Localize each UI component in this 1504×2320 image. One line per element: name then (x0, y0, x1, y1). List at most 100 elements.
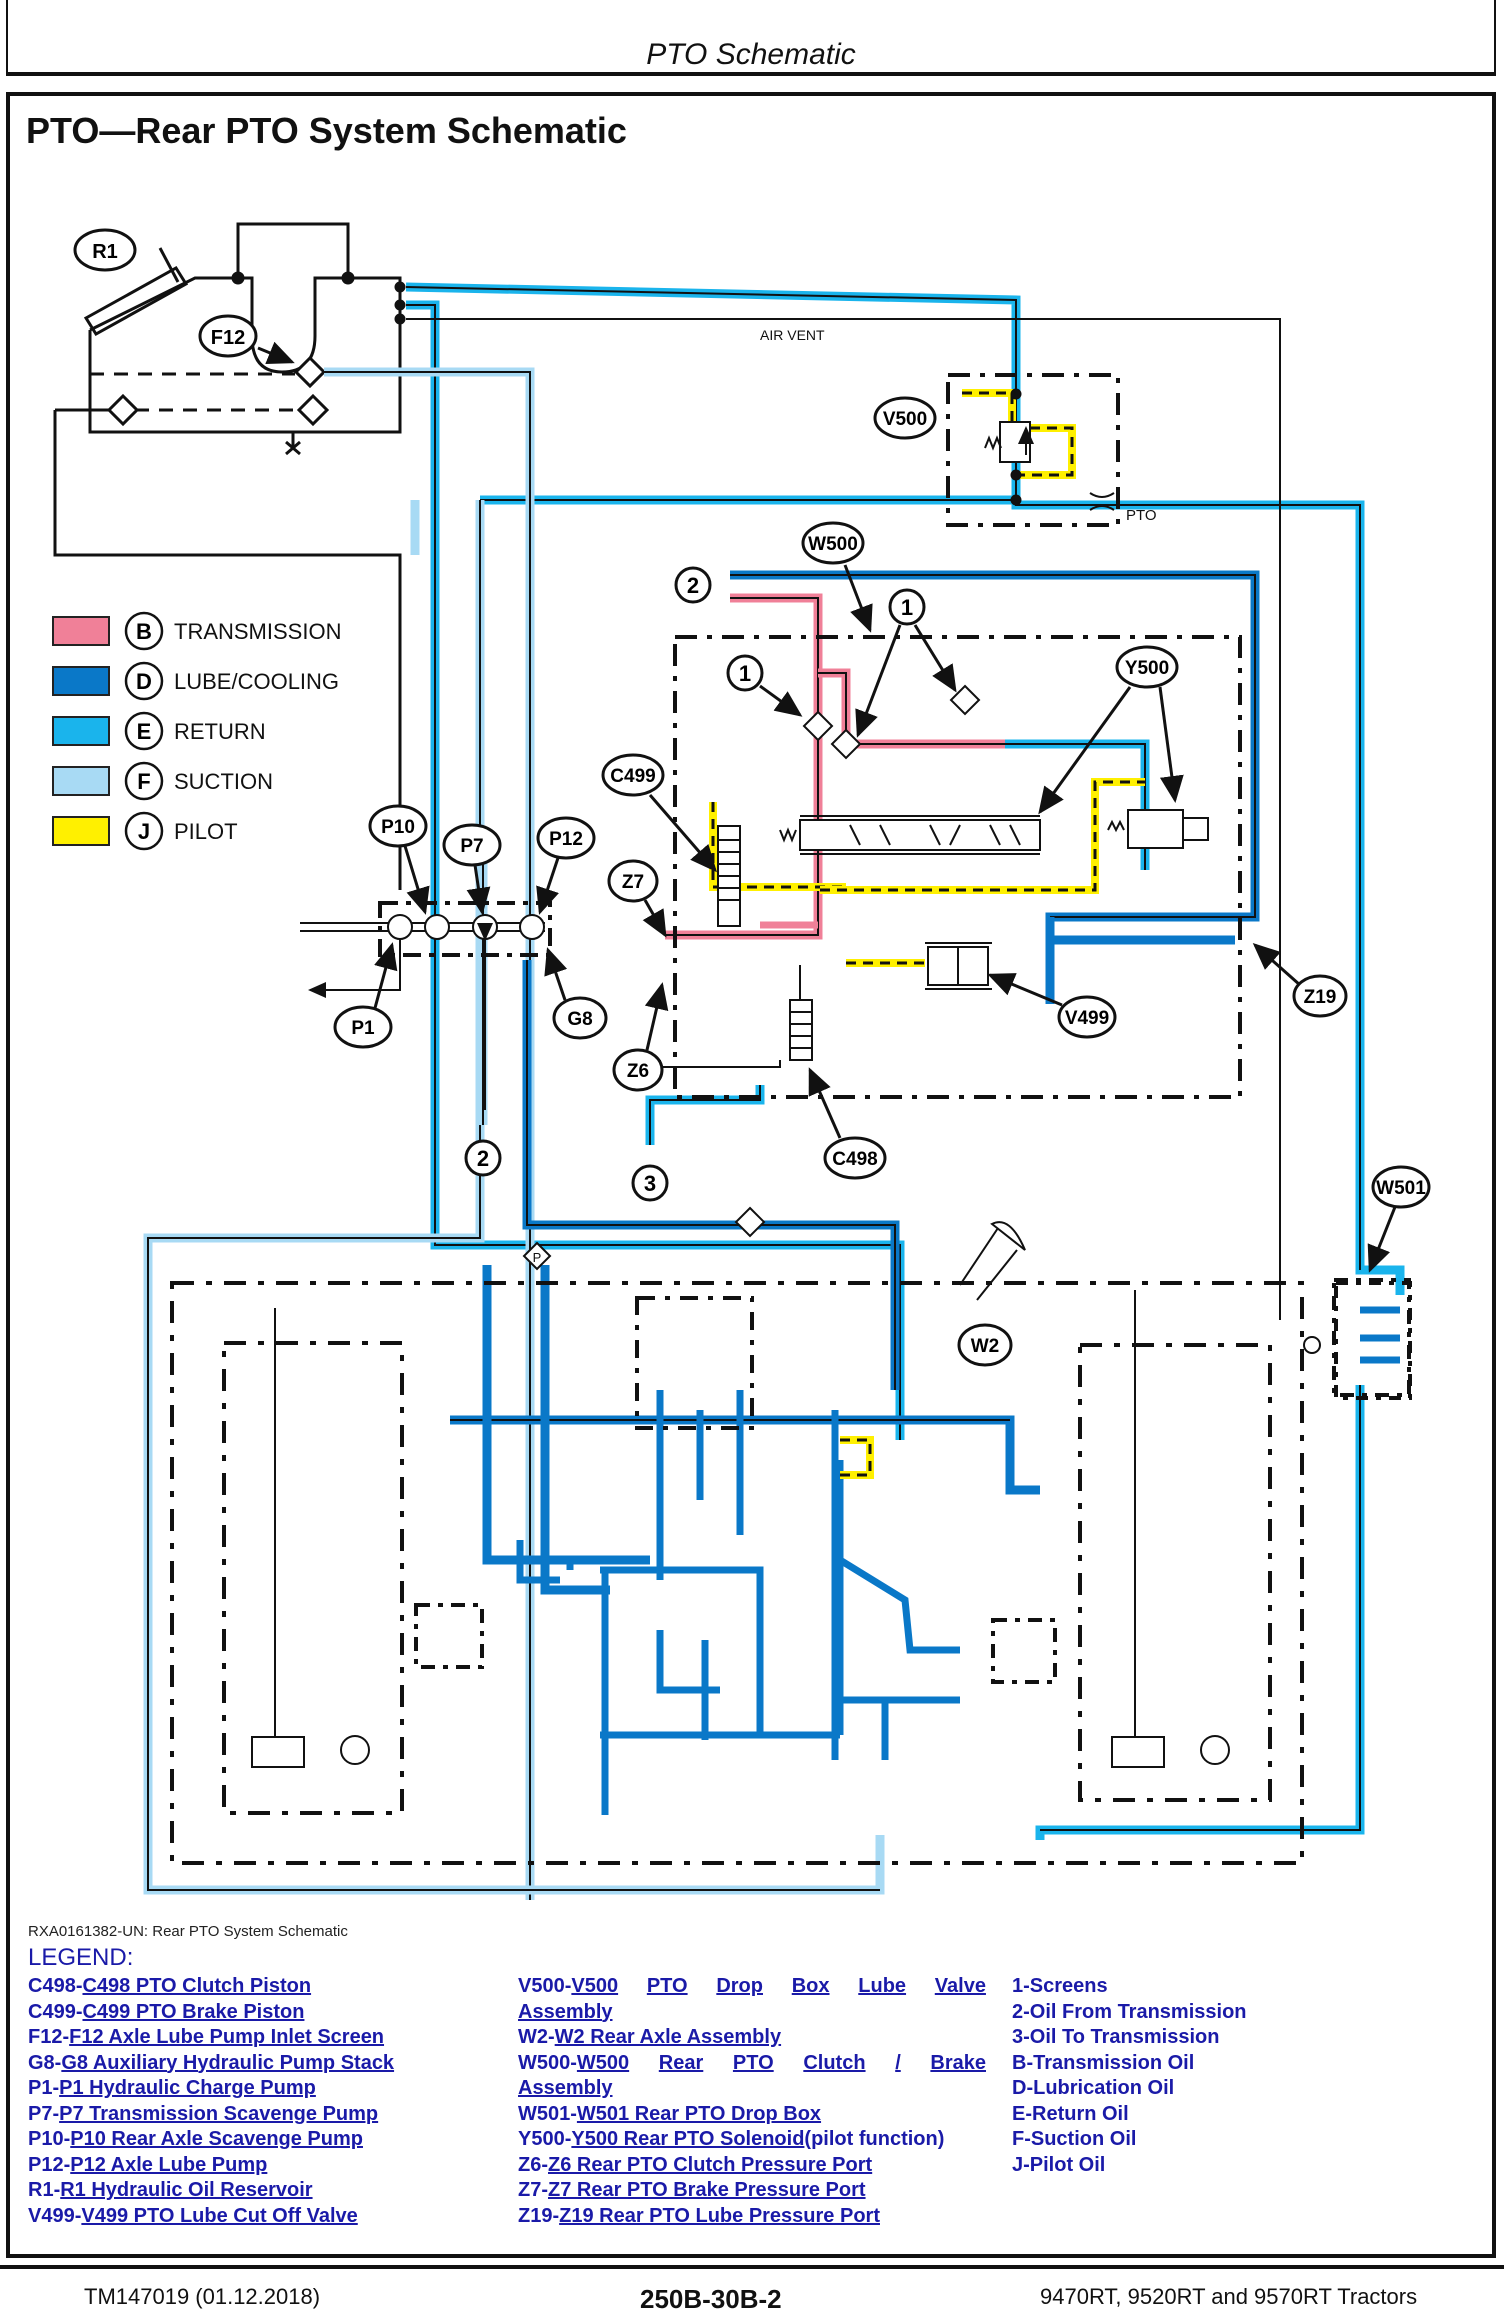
legend-link[interactable]: Clutch (803, 2051, 866, 2074)
callout-circles (464, 566, 926, 1202)
drop-box-w501 (1334, 1281, 1412, 1400)
tag-p7: P7 (460, 836, 483, 857)
footer-doc-id: TM147019 (01.12.2018) (84, 2284, 321, 2309)
legend-link[interactable]: P7 Transmission Scavenge Pump (59, 2102, 379, 2125)
color-swatch (52, 816, 110, 846)
legend-link[interactable]: Assembly (518, 2077, 613, 2099)
legend-code: W500-W500 (518, 2051, 629, 2077)
legend-item: C499-C499 PTO Brake Piston (28, 2000, 394, 2026)
color-key-label: SUCTION (174, 769, 273, 794)
pilot-lines (709, 389, 1145, 1479)
legend-link[interactable]: Box (791, 1975, 830, 1997)
tag-z19: Z19 (1304, 987, 1337, 1008)
legend-code: Z6- (518, 2153, 548, 2176)
legend-item: W500-W500 Rear PTO Clutch / Brake (518, 2051, 986, 2077)
legend-link[interactable]: C498 PTO Clutch Piston (82, 1975, 312, 1997)
legend-code: V500- (518, 1975, 572, 1997)
w500-housing (673, 635, 1242, 1099)
legend-item: F12-F12 Axle Lube Pump Inlet Screen (28, 2025, 394, 2051)
air-vent-label: AIR VENT (760, 327, 825, 343)
color-key-code: F (137, 769, 150, 794)
valve-v499 (925, 942, 992, 990)
pressure-port-p: P (522, 1241, 552, 1271)
transmission-lines (665, 593, 1005, 940)
legend-link[interactable]: Y500 Rear PTO Solenoid (571, 2128, 805, 2150)
legend-link[interactable]: Valve (934, 1975, 986, 1997)
legend-note: D-Lubrication Oil (1012, 2077, 1175, 2099)
tag-v500: V500 (883, 409, 927, 430)
legend-link[interactable]: Assembly (518, 2000, 613, 2023)
legend-code: Z19- (518, 2204, 560, 2227)
tag-p10: P10 (381, 817, 415, 838)
legend-link[interactable]: P10 Rear Axle Scavenge Pump (70, 2128, 363, 2150)
legend-link[interactable]: P12 Axle Lube Pump (70, 2153, 268, 2176)
color-key-label: LUBE/COOLING (174, 669, 339, 694)
legend-code: Z7- (518, 2179, 548, 2201)
legend-code: R1- (28, 2179, 61, 2201)
tag-p12: P12 (549, 829, 583, 850)
legend-link[interactable]: Z7 Rear PTO Brake Pressure Port (548, 2179, 866, 2201)
tag-w2: W2 (971, 1336, 1000, 1357)
legend-link[interactable]: PTO (646, 1975, 688, 1997)
color-swatch (52, 766, 110, 796)
legend-link[interactable]: / (895, 2051, 901, 2074)
tag-r1: R1 (73, 228, 137, 272)
valve-v500 (946, 373, 1120, 527)
legend-link[interactable]: G8 Auxiliary Hydraulic Pump Stack (61, 2051, 395, 2074)
legend-link[interactable]: Brake (930, 2051, 986, 2074)
tag-v499: V499 (1065, 1008, 1109, 1029)
tag-f12: F12 (198, 314, 295, 364)
component-tags (333, 396, 1431, 1367)
legend-code: W2- (518, 2026, 555, 2048)
color-swatch (52, 666, 110, 696)
svg-text:R1: R1 (92, 241, 118, 263)
legend-link[interactable]: PTO (732, 2051, 774, 2074)
legend-link[interactable]: W2 Rear Axle Assembly (554, 2026, 782, 2048)
legend-link[interactable]: R1 Hydraulic Oil Reservoir (60, 2179, 313, 2201)
tag-z6: Z6 (627, 1061, 649, 1082)
color-key-code: E (137, 719, 152, 744)
vent-lines (406, 318, 1281, 1320)
legend-link[interactable]: Lube (858, 1975, 907, 1997)
legend-link[interactable]: V500 (571, 1975, 619, 1997)
legend-code: C499- (28, 2000, 83, 2023)
callout-screens: 1 (901, 595, 913, 620)
legend-note: E-Return Oil (1012, 2102, 1129, 2125)
legend-code: V499- (28, 2204, 82, 2227)
footer-models: 9470RT, 9520RT and 9570RT Tractors (1040, 2284, 1418, 2309)
callout-numbers: 2 1 1 2 3 (477, 573, 913, 1196)
tag-c499: C499 (610, 766, 655, 787)
legend-link[interactable]: C499 PTO Brake Piston (82, 2000, 305, 2023)
reservoir-r1 (53, 222, 406, 890)
header-title: PTO Schematic (646, 38, 856, 71)
spool-valve (779, 809, 1209, 855)
legend-note: F-Suction Oil (1012, 2128, 1137, 2150)
legend-item: V499-V499 PTO Lube Cut Off Valve (28, 2204, 394, 2230)
legend-link[interactable]: V499 PTO Lube Cut Off Valve (81, 2204, 358, 2227)
color-swatch (52, 616, 110, 646)
legend-link[interactable]: Z6 Rear PTO Clutch Pressure Port (548, 2153, 873, 2176)
legend-item-continuation: Assembly (518, 2000, 986, 2026)
piston-c498 (659, 965, 813, 1068)
legend-code: P10- (28, 2128, 71, 2150)
color-key-label: TRANSMISSION (174, 619, 341, 644)
svg-text:P: P (533, 1250, 542, 1265)
bolt-icon (959, 1221, 1026, 1301)
legend-link[interactable]: P1 Hydraulic Charge Pump (59, 2077, 316, 2099)
piston-c499 (717, 825, 741, 927)
legend-link[interactable]: W500 (576, 2051, 630, 2074)
suction-lines (143, 367, 885, 1900)
tag-labels: V500 W500 Y500 C499 Z7 Z6 Z19 V499 C498 … (351, 409, 1426, 1357)
legend-link[interactable]: Z19 Rear PTO Lube Pressure Port (559, 2204, 880, 2227)
legend-link[interactable]: W501 Rear PTO Drop Box (576, 2102, 822, 2125)
section-title: PTO—Rear PTO System Schematic (26, 110, 627, 151)
tag-z7: Z7 (622, 872, 644, 893)
legend-link[interactable]: Drop (716, 1975, 763, 1997)
legend-link[interactable]: F12 Axle Lube Pump Inlet Screen (69, 2026, 385, 2048)
pto-label: PTO (1126, 507, 1157, 524)
legend-code: W501- (518, 2102, 577, 2125)
legend-link[interactable]: Rear (658, 2051, 704, 2074)
